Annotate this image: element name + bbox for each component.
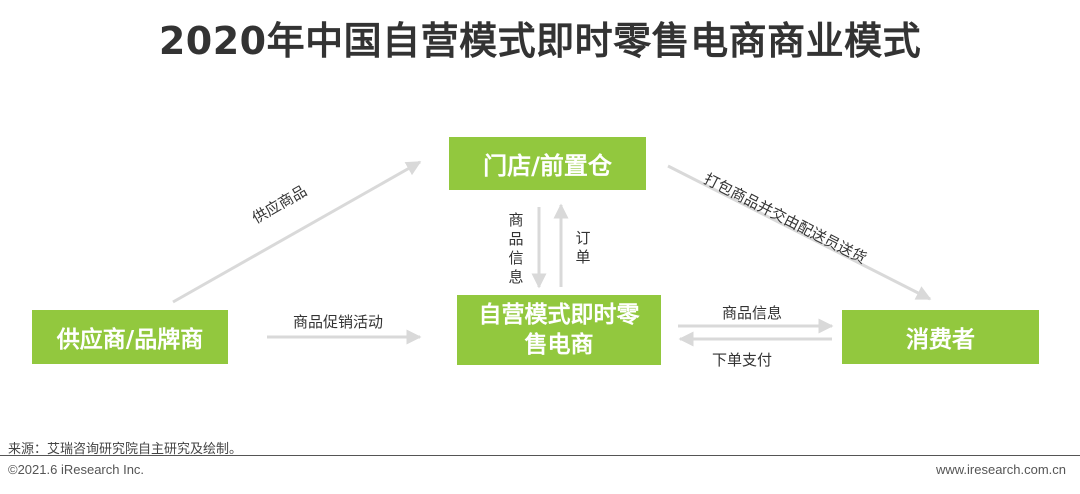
label-pay: 下单支付 <box>712 351 773 369</box>
source-note: 来源：艾瑞咨询研究院自主研究及绘制。 <box>8 442 243 457</box>
node-store: 门店/前置仓 <box>449 137 646 190</box>
copyright: ©2021.6 iResearch Inc. <box>8 462 145 477</box>
website: www.iresearch.com.cn <box>935 462 1066 477</box>
arrow-supply <box>172 160 422 304</box>
arrow-delivery <box>667 164 932 301</box>
label-product-info-vertical: 商品信息 <box>508 211 524 286</box>
node-supplier: 供应商/品牌商 <box>32 310 228 364</box>
node-platform-line1: 自营模式即时零 <box>478 302 640 328</box>
footer-divider <box>0 455 1080 456</box>
node-consumer: 消费者 <box>842 310 1039 364</box>
label-promo: 商品促销活动 <box>293 313 384 331</box>
label-product-info: 商品信息 <box>722 304 783 322</box>
label-order: 订单 <box>575 229 591 266</box>
node-platform: 自营模式即时零 售电商 <box>457 295 661 365</box>
page-title: 2020年中国自营模式即时零售电商商业模式 <box>158 19 922 63</box>
node-platform-line2: 售电商 <box>524 332 594 358</box>
